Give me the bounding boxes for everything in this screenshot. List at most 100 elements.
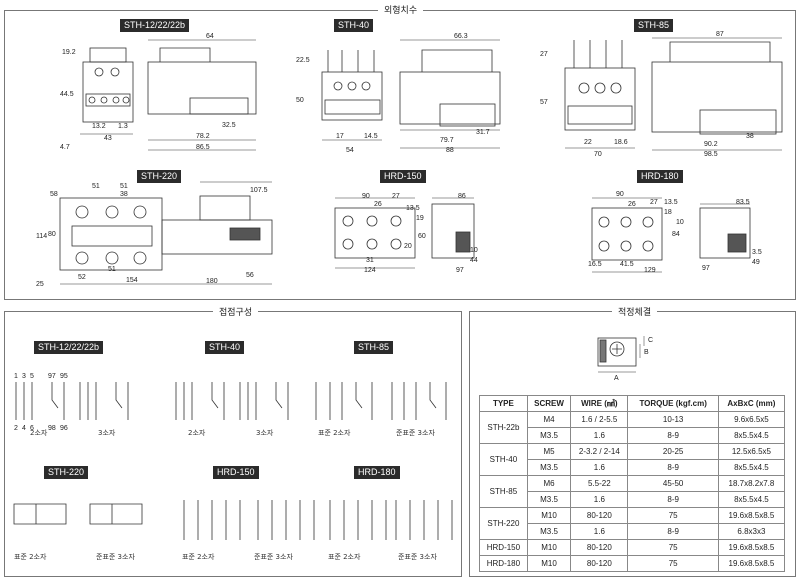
sth85-dim-0: 87 — [716, 31, 724, 38]
cell-axbxc: 19.6x8.5x8.5 — [717, 507, 786, 524]
cell-axbxc: 12.5x6.5x5 — [717, 443, 786, 460]
screw-label-a: A — [614, 375, 619, 382]
contact-label-sth220-a: 표준 2소자 — [14, 553, 47, 561]
hrd180-dim-13: 97 — [702, 265, 710, 272]
contact-label-sth220-b: 준표준 3소자 — [96, 553, 135, 561]
sth220-dim-6: 80 — [48, 231, 56, 238]
contact-label-sth85-a: 표준 2소자 — [318, 429, 351, 437]
sth40-dim-4: 14.5 — [364, 133, 378, 140]
sth85-dim-6: 38 — [746, 133, 754, 140]
dimensions-title: 외형치수 — [378, 3, 424, 16]
sth220-dim-12: 180 — [206, 278, 218, 285]
dim-model-sth40: STH-40 — [334, 19, 374, 32]
hrd150-dim-8: 124 — [364, 267, 376, 274]
contact-label-sth40-b: 3소자 — [256, 429, 274, 437]
cell-torque: 8-9 — [627, 491, 719, 508]
table-row: STH-40 M5 2-3.2 / 2-14 20-25 12.5x6.5x5 — [479, 443, 786, 476]
sth12-dim-3: 43 — [104, 135, 112, 142]
header-type: TYPE — [479, 395, 528, 412]
sth40-dim-1: 22.5 — [296, 57, 310, 64]
sth220-dim-9: 51 — [108, 266, 116, 273]
cell-torque: 8-9 — [627, 427, 719, 444]
cell-screw: M3.5 — [526, 427, 572, 444]
cell-wire: 80-120 — [570, 555, 629, 572]
hrd180-dim-6: 84 — [672, 231, 680, 238]
hrd150-dim-10: 10 — [470, 247, 478, 254]
table-row: M3.5 1.6 8-9 8x5.5x4.5 — [480, 427, 786, 444]
cell-wire: 2-3.2 / 2-14 — [570, 443, 629, 460]
cell-axbxc: 9.6x6.5x5 — [717, 411, 786, 428]
cell-screw: M10 — [526, 507, 572, 524]
hrd180-dim-9: 41.5 — [620, 261, 634, 268]
hrd150-dim-1: 26 — [374, 201, 382, 208]
sth85-dim-5: 90.2 — [704, 141, 718, 148]
table-row: STH-22b M4 1.6 / 2-5.5 10-13 9.6x6.5x5 — [479, 411, 786, 444]
cell-type: STH-40 — [479, 443, 528, 476]
sth220-dim-11: 56 — [246, 272, 254, 279]
hrd150-dim-9: 20 — [404, 243, 412, 250]
cell-axbxc: 19.6x8.5x8.5 — [717, 555, 786, 572]
cell-wire: 1.6 — [570, 523, 629, 540]
sth12-dim-6: 86.5 — [196, 144, 210, 151]
cell-axbxc: 18.7x8.2x7.8 — [717, 475, 786, 492]
hrd180-dim-7: 10 — [676, 219, 684, 226]
cell-wire: 1.6 — [570, 491, 629, 508]
header-torque: TORQUE (kgf.cm) — [627, 395, 719, 412]
hrd180-dim-3: 13.5 — [664, 199, 678, 206]
cell-screw: M3.5 — [526, 459, 572, 476]
term-bot-96: 96 — [60, 425, 68, 432]
screw-label-c: C — [648, 337, 653, 344]
cell-axbxc: 19.6x8.5x8.5 — [717, 539, 786, 556]
cell-torque: 8-9 — [627, 523, 719, 540]
sth40-dim-7: 54 — [346, 147, 354, 154]
term-top-95: 95 — [60, 373, 68, 380]
sth220-dim-0: 107.5 — [250, 187, 268, 194]
hrd180-dim-11: 3.5 — [752, 249, 762, 256]
cell-axbxc: 6.8x3x3 — [717, 523, 786, 540]
sth220-dim-4: 38 — [120, 191, 128, 198]
hrd150-dim-5: 19 — [416, 215, 424, 222]
term-bot-4: 4 — [22, 425, 26, 432]
dim-model-sth220: STH-220 — [137, 170, 182, 183]
cell-torque: 75 — [627, 555, 719, 572]
cell-wire: 5.5-22 — [570, 475, 629, 492]
cell-screw: M4 — [526, 411, 572, 428]
contact-label-hrd180-b: 준표준 3소자 — [398, 553, 437, 561]
cell-torque: 45-50 — [627, 475, 719, 492]
sth12-dim-9: 1.3 — [118, 123, 128, 130]
sth85-dim-7: 70 — [594, 151, 602, 158]
cell-wire: 80-120 — [570, 507, 629, 524]
term-bot-6: 6 — [30, 425, 34, 432]
table-row: HRD-180 M10 80-120 75 19.6x8.5x8.5 — [479, 555, 786, 572]
cell-wire: 1.6 — [570, 427, 629, 444]
hrd180-dim-2: 26 — [628, 201, 636, 208]
hrd180-dim-4: 83.5 — [736, 199, 750, 206]
hrd180-dim-12: 49 — [752, 259, 760, 266]
torque-title: 적정체결 — [612, 305, 658, 318]
hrd180-dim-1: 27 — [650, 199, 658, 206]
dim-model-sth85: STH-85 — [634, 19, 674, 32]
contact-label-sth85-b: 준표준 3소자 — [396, 429, 435, 437]
sth220-dim-8: 52 — [78, 274, 86, 281]
contact-label-sth40-a: 2소자 — [188, 429, 206, 437]
sth85-dim-1: 27 — [540, 51, 548, 58]
sth12-dim-5: 32.5 — [222, 122, 236, 129]
hrd150-dim-4: 86 — [458, 193, 466, 200]
cell-type: STH-220 — [479, 507, 528, 540]
table-row: M3.5 1.6 8-9 6.8x3x3 — [480, 523, 786, 540]
cell-torque: 75 — [627, 539, 719, 556]
table-row: STH-85 M6 5.5-22 45-50 18.7x8.2x7.8 — [479, 475, 786, 508]
cell-wire: 1.6 / 2-5.5 — [570, 411, 629, 428]
cell-screw: M3.5 — [526, 491, 572, 508]
term-top-5: 5 — [30, 373, 34, 380]
hrd180-dim-5: 18 — [664, 209, 672, 216]
sth12-dim-7: 4.7 — [60, 144, 70, 151]
hrd150-dim-2: 27 — [392, 193, 400, 200]
hrd150-dim-12: 97 — [456, 267, 464, 274]
sth85-dim-3: 22 — [584, 139, 592, 146]
header-axbxc: AxBxC (mm) — [717, 395, 786, 412]
header-screw: SCREW — [526, 395, 572, 412]
cell-screw: M6 — [526, 475, 572, 492]
